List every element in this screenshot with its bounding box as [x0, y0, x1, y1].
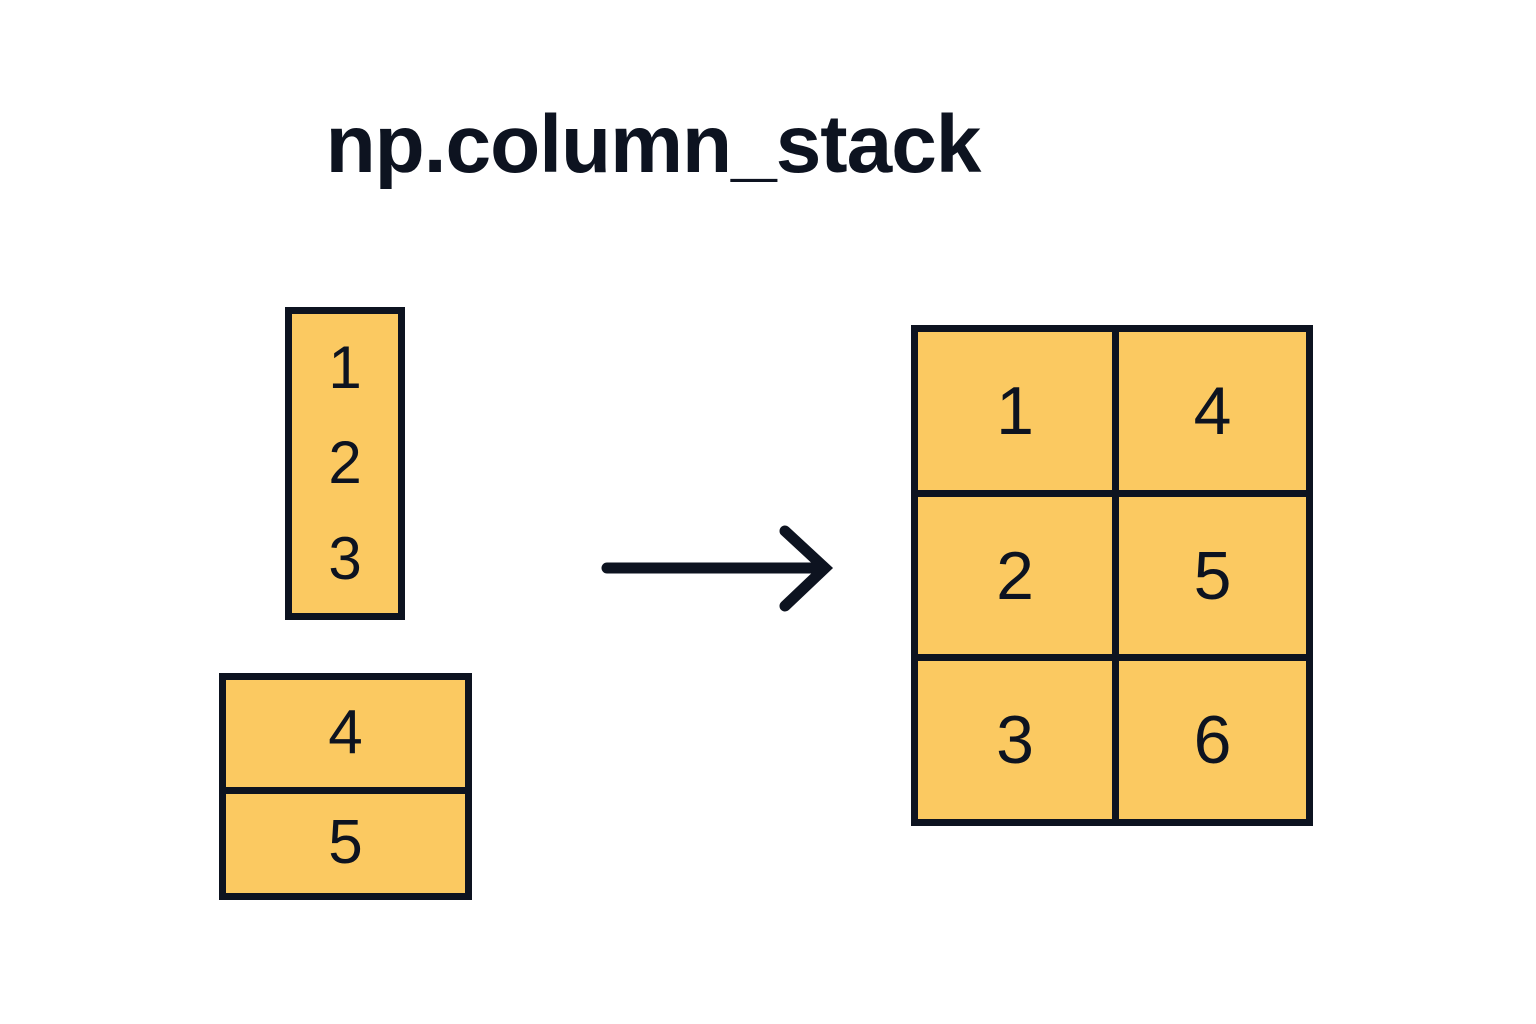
cell-r2-c0: 3 [918, 661, 1112, 820]
cell-a-1: 2 [292, 415, 398, 512]
input-array-a: 1 2 3 [285, 307, 405, 620]
cell-a-0: 1 [292, 320, 398, 416]
input-array-b: 4 5 [219, 673, 472, 900]
arrow-head [779, 525, 834, 612]
cell-r1-c1: 5 [1112, 496, 1306, 655]
transform-arrow-icon [601, 525, 834, 612]
cell-r2-c1: 6 [1112, 661, 1306, 820]
matrix-row: 2 5 [918, 489, 1306, 655]
cell-a-2: 3 [292, 511, 398, 607]
cell-b-0: 4 [226, 680, 465, 787]
cell-r0-c1: 4 [1112, 332, 1306, 490]
page-title: np.column_stack [325, 99, 982, 190]
output-matrix: 1 4 2 5 3 6 [911, 325, 1313, 826]
matrix-row: 1 4 [918, 332, 1306, 490]
matrix-row: 3 6 [918, 654, 1306, 820]
cell-r1-c0: 2 [918, 496, 1112, 655]
cell-b-1: 5 [226, 786, 465, 893]
cell-r0-c0: 1 [918, 332, 1112, 490]
